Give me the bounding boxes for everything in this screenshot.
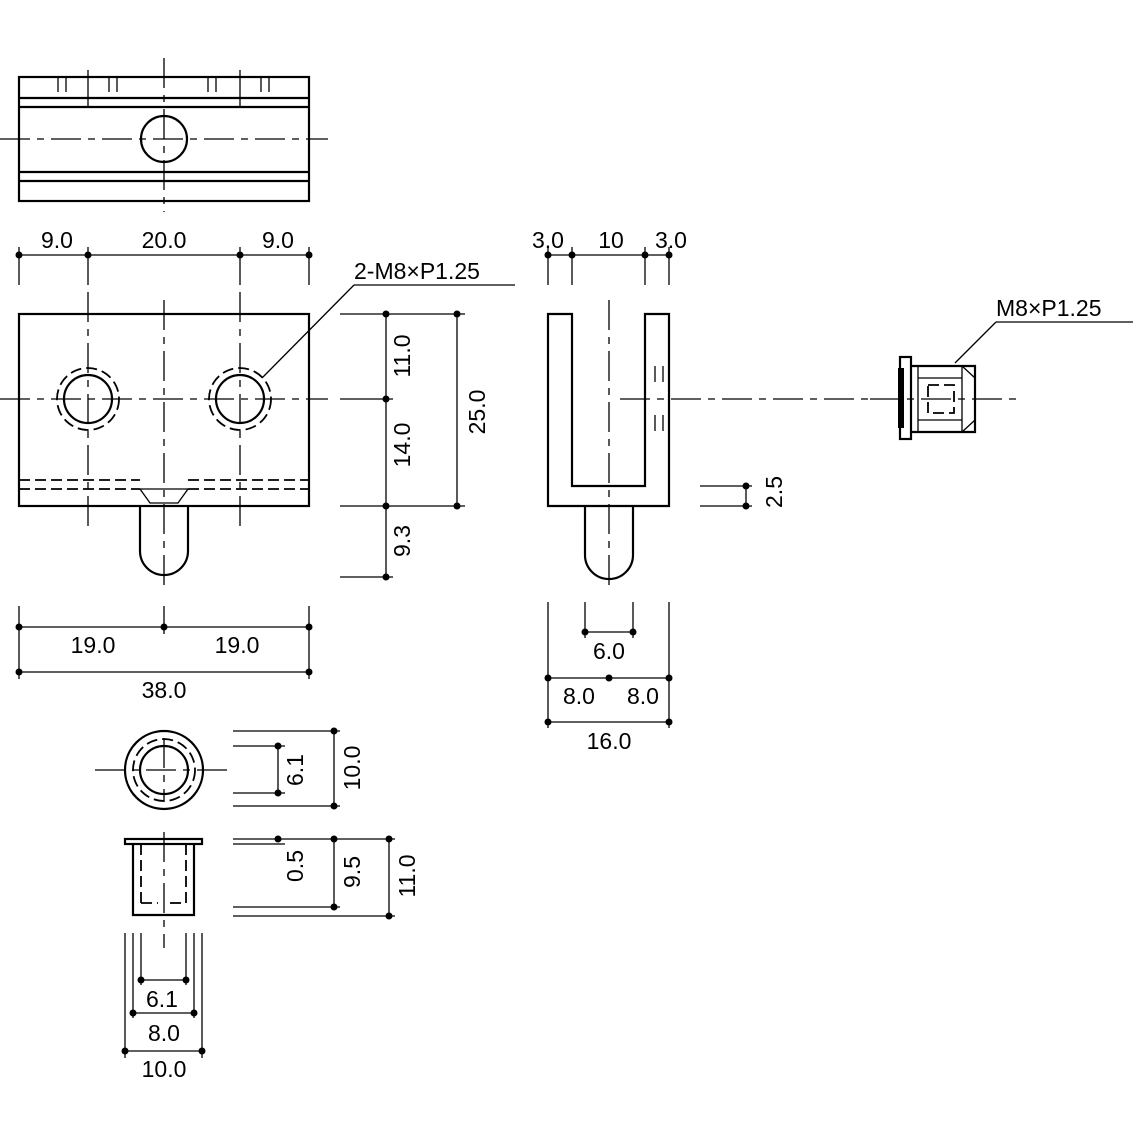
side-top-dimension: 3.0 10 3.0: [532, 227, 687, 285]
dim-bushing-outer-dia: 10.0: [339, 746, 365, 791]
dim-bushing-body: 9.5: [339, 856, 365, 888]
dim-side-half-right: 8.0: [627, 683, 659, 709]
dim-side-top-mid: 10: [598, 227, 624, 253]
thread-callout-single-text: M8×P1.25: [996, 295, 1102, 321]
dim-front-v-middle: 14.0: [389, 423, 415, 468]
dim-front-top-left: 9.0: [41, 227, 73, 253]
front-vertical-dimension: 11.0 14.0 25.0 9.3: [340, 310, 490, 581]
dim-bushing-bottom-body: 8.0: [148, 1020, 180, 1046]
front-view: [0, 292, 328, 585]
dim-side-pin-dia: 6.0: [593, 638, 625, 664]
dim-front-v-pin: 9.3: [389, 525, 415, 557]
side-slot-dimension: 2.5: [700, 476, 787, 510]
side-view: [546, 300, 870, 590]
dim-front-bottom-left: 19.0: [71, 632, 116, 658]
dim-side-total: 16.0: [587, 728, 632, 754]
thread-callout-pair: 2-M8×P1.25: [261, 258, 515, 379]
bushing-bottom-dimension: 6.1 8.0 10.0: [121, 933, 206, 1082]
bushing-top-view: [95, 729, 233, 811]
front-bottom-dimension: 19.0 19.0 38.0: [15, 606, 313, 703]
dim-side-half-left: 8.0: [563, 683, 595, 709]
dim-bushing-flange: 0.5: [282, 850, 308, 882]
dim-front-v-total: 25.0: [464, 390, 490, 435]
dim-front-top-mid: 20.0: [142, 227, 187, 253]
dim-side-slot-bottom: 2.5: [761, 476, 787, 508]
front-top-dimension: 9.0 20.0 9.0: [15, 227, 313, 285]
dim-front-bottom-right: 19.0: [215, 632, 260, 658]
dim-front-v-upper: 11.0: [389, 334, 415, 377]
bushing-side-view: [123, 832, 204, 948]
dim-bushing-height: 11.0: [394, 854, 420, 897]
bushing-top-dimension: 6.1 10.0: [233, 727, 365, 810]
side-bottom-dimension: 6.0 8.0 8.0 16.0: [544, 602, 673, 754]
dim-side-top-right: 3.0: [655, 227, 687, 253]
dim-bushing-bottom-inner: 6.1: [146, 986, 178, 1012]
bushing-side-dimension: 0.5 9.5 11.0: [233, 835, 420, 920]
dim-front-bottom-total: 38.0: [142, 677, 187, 703]
dim-side-top-left: 3.0: [532, 227, 564, 253]
top-view: [0, 58, 328, 212]
dim-front-top-right: 9.0: [262, 227, 294, 253]
dim-bushing-inner-dia: 6.1: [282, 754, 308, 786]
thread-callout-pair-text: 2-M8×P1.25: [354, 258, 480, 284]
bolt-view: M8×P1.25: [870, 295, 1133, 441]
dim-bushing-bottom-outer: 10.0: [142, 1056, 187, 1082]
